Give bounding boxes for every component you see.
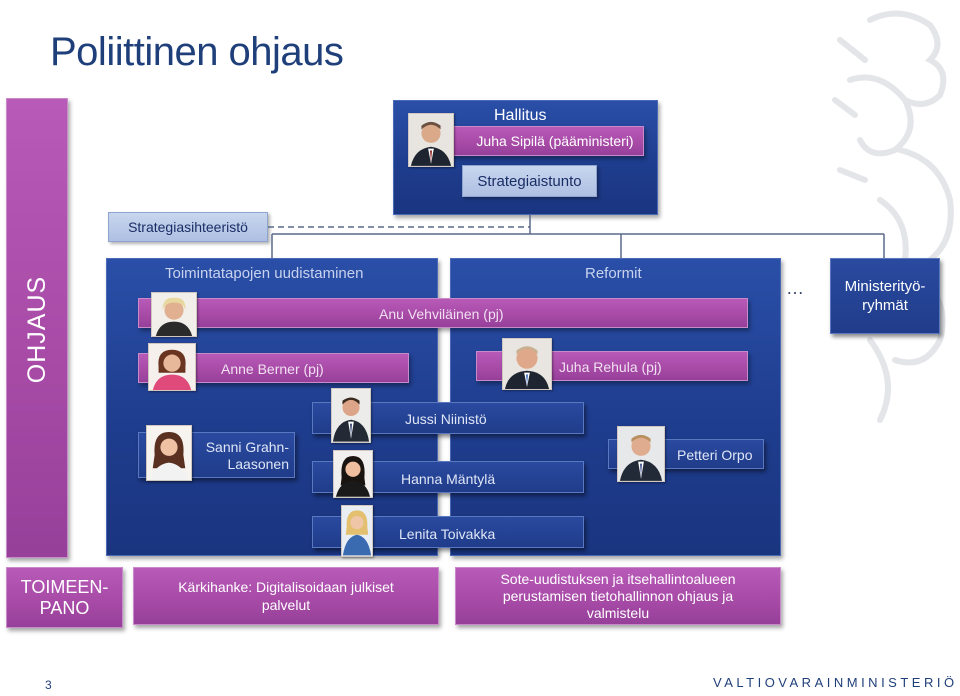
sipila-photo [408,113,454,167]
ministerityoryhmat-box: Ministerityö-ryhmät [830,258,940,334]
ministry-logo-text: VALTIOVARAINMINISTERIÖ [713,675,958,690]
anu-bar: Anu Vehviläinen (pj) [138,298,748,328]
page-number: 3 [45,678,52,692]
more-ellipsis: … [786,278,804,298]
hanna-label: Hanna Mäntylä [401,471,496,487]
jussi-label: Jussi Niinistö [405,411,487,427]
petteri-box: Petteri Orpo [608,439,764,469]
berner-photo [148,343,196,391]
vehvilainen-photo [151,292,197,337]
page-title: Poliittinen ohjaus [50,30,344,74]
rehula-photo [502,338,552,390]
anne-label: Anne Berner (pj) [221,361,324,377]
anu-label: Anu Vehviläinen (pj) [379,306,504,322]
petteri-label: Petteri Orpo [677,447,753,463]
strategiaistunto-box: Strategiaistunto [462,165,597,197]
sote-box: Sote-uudistuksen ja itsehallintoalueen p… [455,567,781,625]
hallitus-label: Hallitus [494,107,547,124]
lion-crest-watermark [810,0,960,440]
toimeenpano-band: TOIMEEN-PANO [6,567,123,628]
karkihanke-box: Kärkihanke: Digitalisoidaan julkiset pal… [133,567,439,625]
niinisto-photo [331,388,371,443]
toimintatavat-header: Toimintatapojen uudistaminen [165,265,364,282]
grahn-laasonen-photo [146,425,192,481]
rehula-label: Juha Rehula (pj) [559,359,662,375]
strategiasihteeristo-box: Strategiasihteeristö [108,212,268,242]
reformit-header: Reformit [585,265,642,282]
ohjaus-band: OHJAUS [6,98,68,558]
lenita-label: Lenita Toivakka [399,526,496,542]
sanni-label: Sanni Grahn-Laasonen [205,439,289,472]
mantyla-photo [333,450,373,498]
orpo-photo [617,426,665,482]
toivakka-photo [341,505,373,557]
